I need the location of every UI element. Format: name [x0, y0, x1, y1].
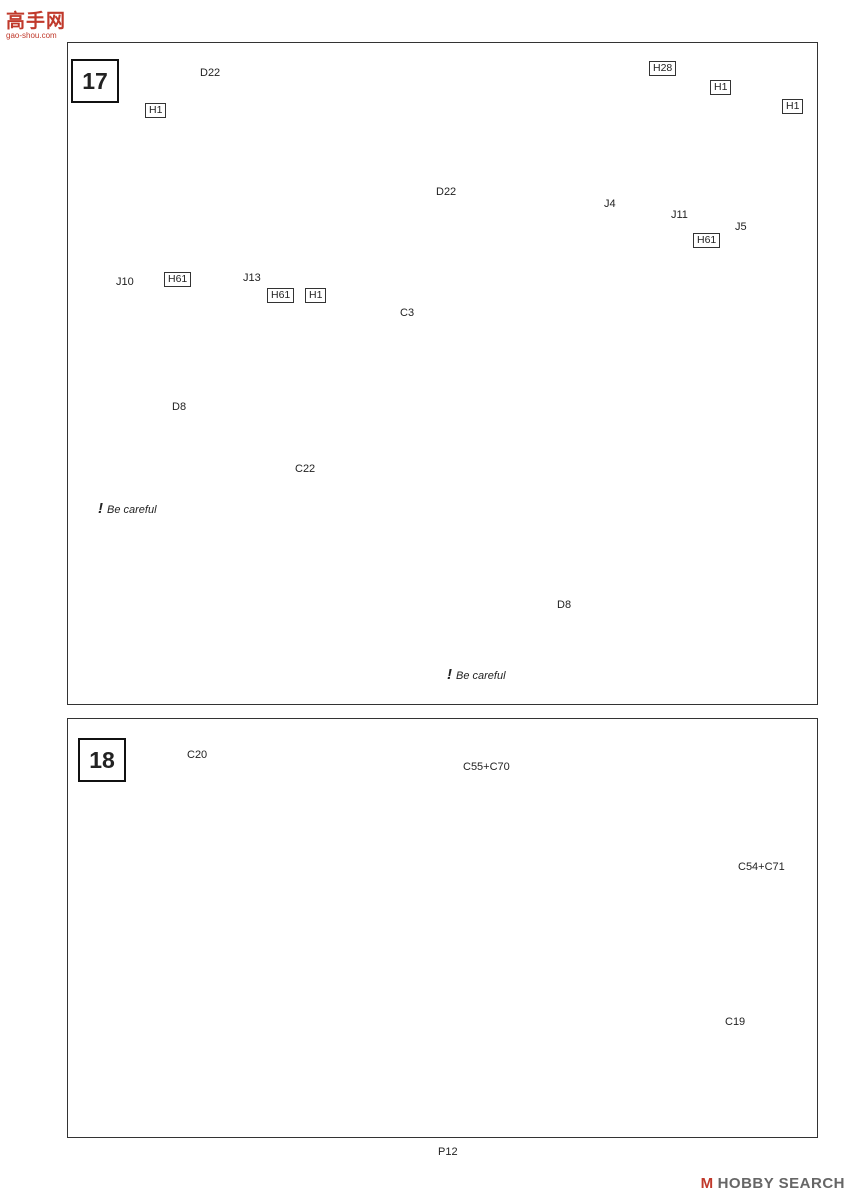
hobbysearch-logo-icon: M: [700, 1175, 714, 1192]
step-17-number: 17: [71, 59, 119, 103]
step-17-panel: [67, 42, 818, 705]
part-label-j10: J10: [116, 276, 134, 288]
part-label-h61-a: H61: [164, 272, 192, 287]
part-label-h28: H28: [649, 61, 677, 76]
part-label-j5: J5: [735, 221, 747, 233]
part-label-c54-c71: C54+C71: [738, 861, 785, 873]
part-label-j13: J13: [243, 272, 261, 284]
step-18-panel: [67, 718, 818, 1138]
watermark-hobbysearch-text: HOBBY SEARCH: [717, 1175, 845, 1192]
step-18-number: 18: [78, 738, 126, 782]
part-label-h1-d: H1: [782, 99, 804, 114]
part-label-c20: C20: [187, 749, 208, 761]
watermark-gaoshou: 高手网 gao-shou.com: [6, 6, 66, 40]
part-label-c19: C19: [725, 1016, 746, 1028]
part-label-h1-b: H1: [305, 288, 327, 303]
watermark-gaoshou-url: gao-shou.com: [6, 31, 57, 40]
part-label-d8-a: D8: [172, 401, 187, 413]
part-label-h61-c: H61: [693, 233, 721, 248]
part-label-c55-c70: C55+C70: [463, 761, 510, 773]
part-label-h1-c: H1: [710, 80, 732, 95]
page-number: P12: [438, 1146, 458, 1158]
part-label-c22: C22: [295, 463, 316, 475]
part-label-j4: J4: [604, 198, 616, 210]
warning-be-careful-1: !Be careful: [98, 500, 157, 517]
watermark-gaoshou-chars: 高手网: [6, 11, 67, 32]
part-label-h61-b: H61: [267, 288, 295, 303]
part-label-d22-right: D22: [436, 186, 457, 198]
part-label-c3: C3: [400, 307, 415, 319]
part-label-h1-a: H1: [145, 103, 167, 118]
part-label-d8-b: D8: [557, 599, 572, 611]
part-label-j11: J11: [671, 209, 688, 221]
part-label-d22-top: D22: [200, 67, 221, 79]
warning-be-careful-2: !Be careful: [447, 666, 506, 683]
